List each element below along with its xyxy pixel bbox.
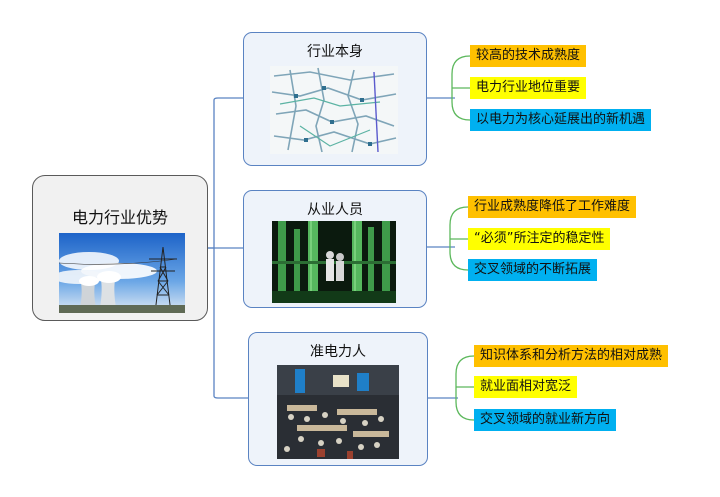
branch-industry-itself[interactable]: 行业本身 — [243, 32, 427, 166]
branch-practitioners[interactable]: 从业人员 — [243, 190, 427, 308]
root-node[interactable]: 电力行业优势 — [32, 175, 208, 321]
leaf-point[interactable]: 以电力为核心延展出的新机遇 — [470, 109, 652, 131]
leaf-point[interactable]: 行业成熟度降低了工作难度 — [468, 196, 637, 218]
branch-title: 从业人员 — [307, 202, 363, 218]
leaf-point[interactable]: 电力行业地位重要 — [470, 77, 587, 99]
leaf-point[interactable]: 交叉领域的不断拓展 — [468, 259, 598, 281]
workers-in-plant-image — [272, 221, 396, 303]
leaf-point[interactable]: 较高的技术成熟度 — [470, 45, 587, 67]
leaf-point[interactable]: “必须”所注定的稳定性 — [468, 228, 611, 250]
leaf-point[interactable]: 就业面相对宽泛 — [474, 376, 578, 398]
branch-title: 准电力人 — [310, 344, 366, 360]
job-fair-image — [277, 365, 399, 459]
power-grid-diagram-image — [270, 66, 398, 154]
root-title: 电力行业优势 — [71, 208, 168, 227]
branch-prospective-practitioners[interactable]: 准电力人 — [248, 332, 428, 466]
branch-title: 行业本身 — [307, 44, 363, 60]
leaf-point[interactable]: 知识体系和分析方法的相对成熟 — [474, 345, 669, 367]
leaf-point[interactable]: 交叉领域的就业新方向 — [474, 409, 617, 431]
power-plant-image — [59, 233, 185, 313]
